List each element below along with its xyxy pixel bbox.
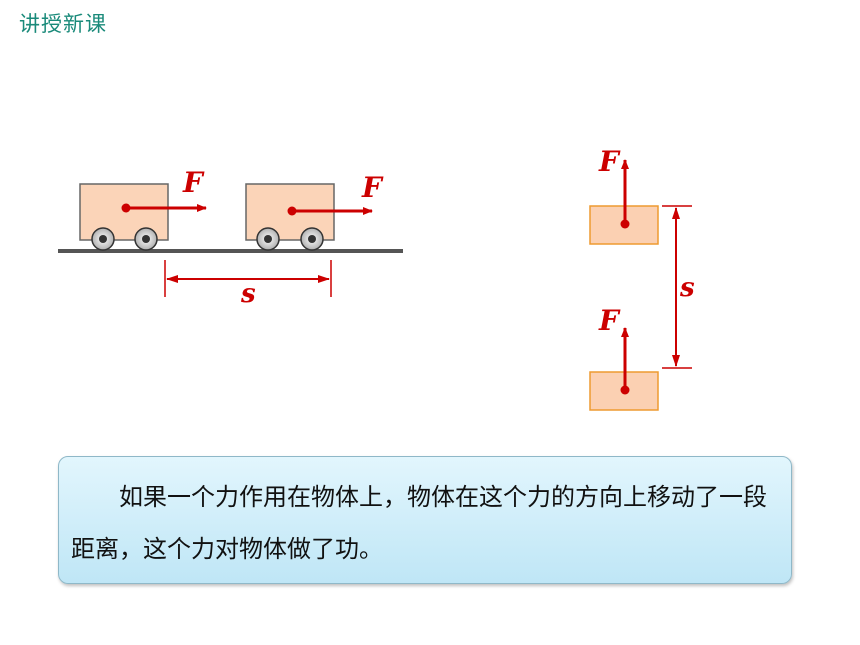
cart-wheel [256,227,280,251]
vertical-distance: s [662,205,695,369]
cart-wheel [91,227,115,251]
force-label: F [598,304,621,337]
cart-wheel [300,227,324,251]
box-start: F [589,304,659,411]
cart-wheel [134,227,158,251]
definition-text: 如果一个力作用在物体上，物体在这个力的方向上移动了一段距离，这个力对物体做了功。 [71,483,767,563]
force-label: F [598,145,621,178]
box-end: F [589,145,659,245]
definition-callout: 如果一个力作用在物体上，物体在这个力的方向上移动了一段距离，这个力对物体做了功。 [58,456,792,584]
cart-end: F [245,171,384,251]
work-diagram: F F s F F [58,145,695,411]
cart-start: F [79,166,207,251]
horizontal-distance: s [164,260,332,309]
distance-label: s [240,279,256,309]
header-title: 讲授新课 [19,12,107,36]
force-label: F [182,166,205,199]
force-label: F [361,171,384,204]
distance-label: s [679,273,695,303]
